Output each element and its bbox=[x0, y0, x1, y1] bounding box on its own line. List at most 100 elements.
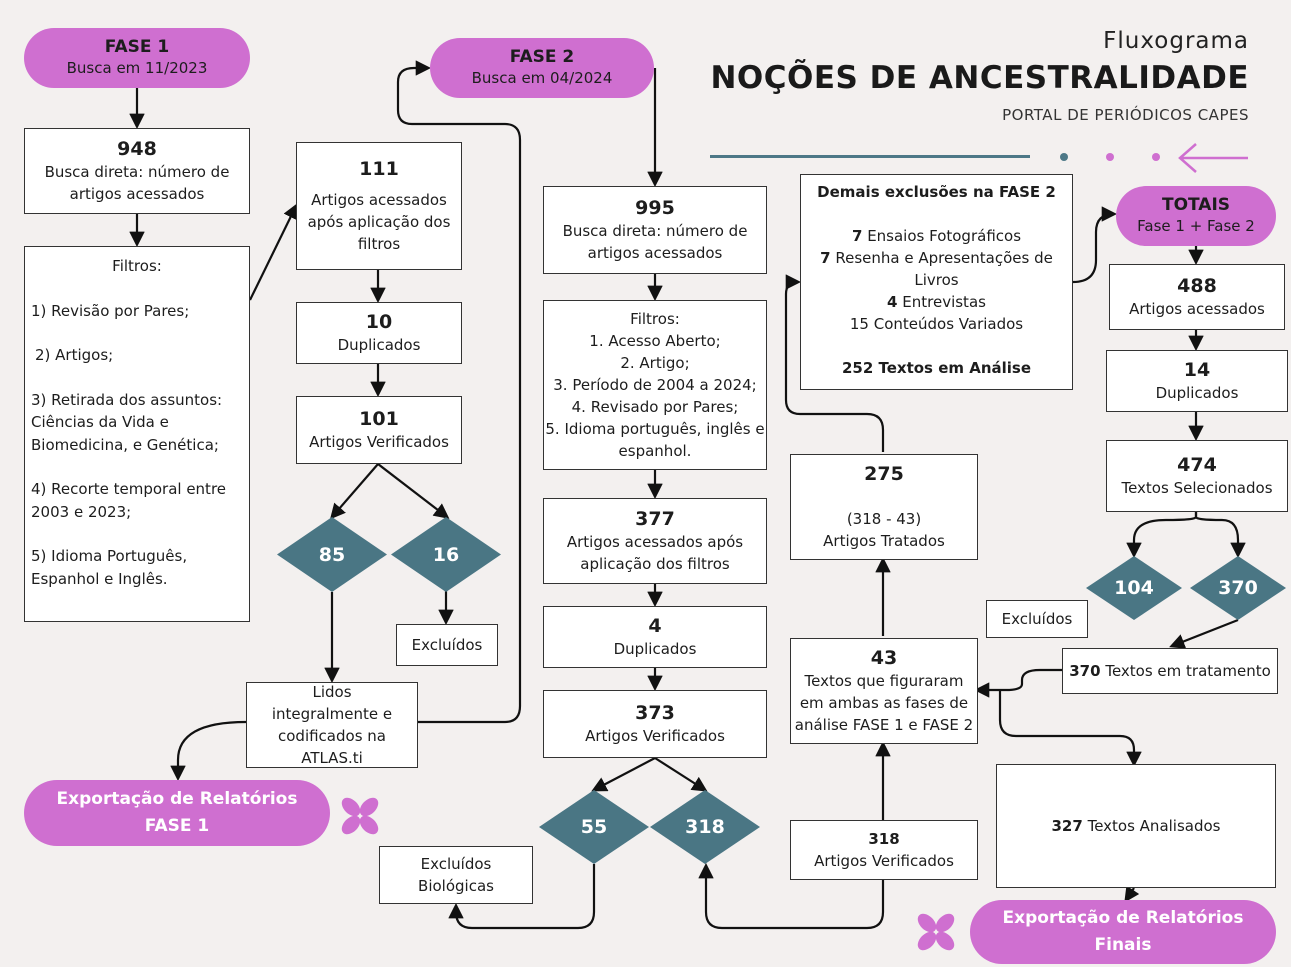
dot-icon bbox=[1106, 153, 1114, 161]
totals-subtitle: Fase 1 + Fase 2 bbox=[1137, 217, 1255, 235]
totals-diamond-b-value: 370 bbox=[1218, 577, 1258, 599]
phase1-pill: FASE 1 Busca em 11/2023 bbox=[24, 28, 250, 88]
phase2-verified-number: 373 bbox=[635, 702, 675, 724]
phase2-filters-box: Filtros: 1. Acesso Aberto; 2. Artigo; 3.… bbox=[543, 300, 767, 470]
totals-diamond-b: 370 bbox=[1190, 556, 1286, 620]
phase1-excluded-text: Excluídos bbox=[411, 636, 483, 654]
phase2-verified-box: 373 Artigos Verificados bbox=[543, 690, 767, 758]
totals-export-pill: Exportação de Relatórios Finais bbox=[970, 900, 1276, 964]
header-divider-line bbox=[710, 155, 1030, 158]
totals-in-treatment-text: Textos em tratamento bbox=[1105, 662, 1271, 680]
phase2-filter-item: 5. Idioma português, inglês e espanhol. bbox=[545, 420, 765, 460]
phase2-after-filters-number: 377 bbox=[635, 508, 675, 530]
dot-icon bbox=[1152, 153, 1160, 161]
phase1-export-pill: Exportação de Relatórios FASE 1 bbox=[24, 780, 330, 846]
exclusion-label: Ensaios Fotográficos bbox=[867, 227, 1022, 245]
totals-analyzed-number: 327 bbox=[1051, 817, 1083, 835]
exclusion-label: 15 Conteúdos Variados bbox=[849, 315, 1024, 333]
phase1-read-box: Lidos integralmente e codificados na ATL… bbox=[246, 682, 418, 768]
phase2-duplicates-text: Duplicados bbox=[613, 640, 697, 658]
totals-analyzed-box: 327 Textos Analisados bbox=[996, 764, 1276, 888]
phase2-treated-number: 275 bbox=[864, 463, 904, 485]
phase2-after-filters-text: Artigos acessados após aplicação dos fil… bbox=[566, 533, 744, 573]
phase1-filter-item: 3) Retirada dos assuntos: Ciências da Vi… bbox=[31, 390, 223, 454]
exclusion-label: Resenha e Apresentações de Livros bbox=[835, 249, 1053, 289]
phase2-exclusions-footer: 252 Textos em Análise bbox=[841, 359, 1032, 377]
phase1-after-filters-text: Artigos acessados após aplicação dos fil… bbox=[307, 191, 451, 253]
phase2-other-exclusions-box: Demais exclusões na FASE 2 7 Ensaios Fot… bbox=[800, 174, 1073, 390]
phase2-filter-item: 3. Período de 2004 a 2024; bbox=[553, 376, 757, 394]
phase2-duplicates-box: 4 Duplicados bbox=[543, 606, 767, 668]
phase2-diamond-b: 318 bbox=[650, 790, 760, 864]
flower-icon bbox=[917, 913, 955, 951]
phase2-direct-box: 995 Busca direta: número de artigos aces… bbox=[543, 186, 767, 274]
phase1-after-filters-number: 111 bbox=[359, 158, 399, 180]
phase1-verified-text: Artigos Verificados bbox=[309, 433, 449, 451]
phase1-filter-item: 5) Idioma Português, Espanhol e Inglês. bbox=[31, 547, 188, 588]
totals-title: TOTAIS bbox=[1161, 195, 1231, 215]
phase1-filter-item: 1) Revisão por Pares; bbox=[31, 301, 190, 320]
phase1-after-filters-box: 111 Artigos acessados após aplicação dos… bbox=[296, 142, 462, 270]
phase1-direct-number: 948 bbox=[117, 138, 157, 160]
phase2-diamond-a: 55 bbox=[539, 790, 649, 864]
phase2-verified-318-text: Artigos Verificados bbox=[814, 852, 954, 870]
totals-excluded-box: Excluídos bbox=[986, 600, 1088, 638]
phase2-after-filters-box: 377 Artigos acessados após aplicação dos… bbox=[543, 498, 767, 584]
phase1-export-line1: Exportação de Relatórios bbox=[56, 789, 298, 809]
phase2-direct-text: Busca direta: número de artigos acessado… bbox=[562, 222, 748, 262]
phase2-treated-box: 275 (318 - 43) Artigos Tratados bbox=[790, 454, 978, 560]
totals-selected-box: 474 Textos Selecionados bbox=[1106, 440, 1288, 512]
header-subtitle: Fluxograma bbox=[1103, 28, 1249, 54]
totals-accessed-number: 488 bbox=[1177, 275, 1217, 297]
totals-analyzed-text: Textos Analisados bbox=[1087, 817, 1221, 835]
phase2-filter-item: 2. Artigo; bbox=[620, 354, 690, 372]
phase1-direct-text: Busca direta: número de artigos acessado… bbox=[44, 163, 230, 203]
phase1-diamond-a: 85 bbox=[277, 517, 387, 592]
totals-accessed-box: 488 Artigos acessados bbox=[1109, 264, 1285, 330]
exclusion-count: 7 bbox=[820, 249, 831, 267]
phase1-filters-box: Filtros: 1) Revisão por Pares; 2) Artigo… bbox=[24, 246, 250, 622]
phase1-duplicates-box: 10 Duplicados bbox=[296, 302, 462, 364]
totals-duplicates-box: 14 Duplicados bbox=[1106, 350, 1288, 412]
phase1-filter-item: 2) Artigos; bbox=[35, 346, 114, 364]
phase2-treated-text: Artigos Tratados bbox=[823, 532, 945, 550]
phase2-direct-number: 995 bbox=[635, 197, 675, 219]
phase2-exclusion-item: 7 Resenha e Apresentações de Livros bbox=[801, 247, 1072, 291]
totals-pill: TOTAIS Fase 1 + Fase 2 bbox=[1116, 186, 1276, 246]
flower-icon bbox=[341, 797, 379, 835]
phase2-overlap-text: Textos que figuraram em ambas as fases d… bbox=[794, 672, 974, 734]
phase1-duplicates-number: 10 bbox=[365, 311, 393, 333]
totals-selected-number: 474 bbox=[1177, 454, 1217, 476]
phase2-verified-text: Artigos Verificados bbox=[585, 727, 725, 745]
phase1-diamond-b-value: 16 bbox=[432, 543, 460, 566]
phase1-verified-number: 101 bbox=[359, 408, 399, 430]
phase2-filter-item: 4. Revisado por Pares; bbox=[571, 398, 739, 416]
phase1-excluded-box: Excluídos bbox=[396, 624, 498, 666]
phase1-diamond-b: 16 bbox=[391, 517, 501, 592]
totals-in-treatment-number: 370 bbox=[1069, 662, 1101, 680]
phase1-subtitle: Busca em 11/2023 bbox=[66, 59, 208, 77]
totals-diamond-a-value: 104 bbox=[1114, 577, 1154, 599]
totals-diamond-a: 104 bbox=[1086, 556, 1182, 620]
phase2-exclusion-item: 7 Ensaios Fotográficos bbox=[852, 225, 1021, 247]
phase2-exclusion-item: 4 Entrevistas bbox=[887, 291, 986, 313]
totals-duplicates-text: Duplicados bbox=[1155, 384, 1239, 402]
dot-icon bbox=[1060, 153, 1068, 161]
phase2-overlap-number: 43 bbox=[870, 647, 898, 669]
phase2-diamond-b-value: 318 bbox=[685, 816, 725, 838]
totals-duplicates-number: 14 bbox=[1183, 359, 1211, 381]
phase2-verified-318-number: 318 bbox=[868, 830, 900, 848]
phase2-overlap-box: 43 Textos que figuraram em ambas as fase… bbox=[790, 638, 978, 744]
phase1-title: FASE 1 bbox=[104, 37, 170, 57]
phase1-filters-title: Filtros: bbox=[112, 257, 162, 275]
phase2-filter-item: 1. Acesso Aberto; bbox=[589, 332, 721, 350]
exclusion-count: 4 bbox=[887, 293, 898, 311]
phase2-treated-formula: (318 - 43) bbox=[846, 510, 922, 528]
phase1-duplicates-text: Duplicados bbox=[337, 336, 421, 354]
phase1-diamond-a-value: 85 bbox=[318, 543, 346, 566]
totals-export-line1: Exportação de Relatórios bbox=[1002, 908, 1244, 928]
phase1-read-text: Lidos integralmente e codificados na ATL… bbox=[271, 683, 393, 767]
totals-in-treatment-box: 370 Textos em tratamento bbox=[1062, 648, 1278, 694]
phase2-title: FASE 2 bbox=[509, 47, 575, 67]
totals-selected-text: Textos Selecionados bbox=[1121, 479, 1273, 497]
